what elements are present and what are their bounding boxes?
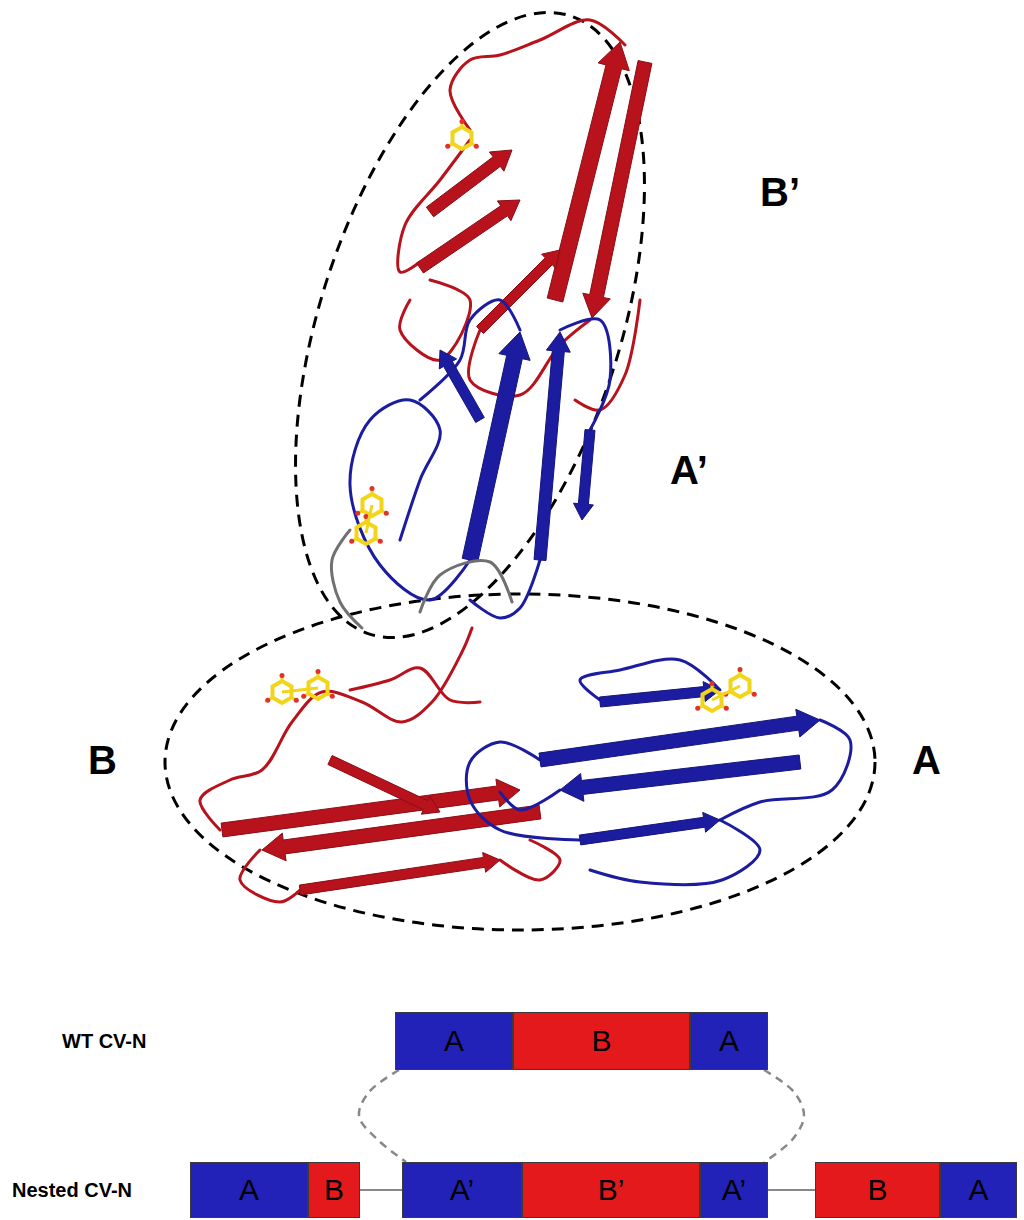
construct-label: Nested CV-N bbox=[12, 1180, 132, 1200]
oxygen-atom bbox=[301, 694, 306, 699]
sugar-bond bbox=[282, 688, 318, 692]
coil-loop bbox=[470, 560, 540, 618]
oxygen-atom bbox=[710, 681, 715, 686]
segment-label: B’ bbox=[598, 1175, 625, 1205]
nesting-loop bbox=[359, 1070, 406, 1162]
oxygen-atom bbox=[384, 511, 389, 516]
beta-strand bbox=[477, 250, 561, 334]
oxygen-atom bbox=[445, 144, 450, 149]
beta-strand bbox=[579, 812, 720, 845]
beta-strand bbox=[439, 350, 484, 423]
segment-label: B bbox=[324, 1175, 344, 1205]
construct-label: WT CV-N bbox=[62, 1031, 146, 1051]
coil-loop bbox=[240, 850, 300, 902]
linker-line bbox=[360, 1189, 402, 1191]
coil-loop bbox=[420, 560, 512, 612]
oxygen-atom bbox=[330, 694, 335, 699]
domain-outline bbox=[227, 0, 713, 680]
domain-label: B’ bbox=[760, 172, 800, 212]
oxygen-atom bbox=[294, 698, 299, 703]
segment-label: A bbox=[444, 1026, 464, 1056]
sequence-segment: B bbox=[815, 1162, 940, 1218]
oxygen-atom bbox=[460, 119, 465, 124]
segment-label: A bbox=[239, 1175, 259, 1205]
sequence-segment: A’ bbox=[402, 1162, 522, 1218]
sequence-segment: A bbox=[190, 1162, 308, 1218]
coil-loop bbox=[331, 530, 362, 628]
oxygen-atom bbox=[349, 539, 354, 544]
coil-loop bbox=[350, 668, 480, 703]
coil-loop bbox=[500, 840, 560, 880]
beta-strand bbox=[462, 332, 530, 562]
ribbon-group bbox=[200, 20, 851, 902]
beta-strand bbox=[560, 755, 801, 801]
beta-strand bbox=[426, 150, 512, 217]
beta-strand bbox=[262, 805, 541, 861]
oxygen-atom bbox=[474, 144, 479, 149]
beta-strand bbox=[574, 430, 596, 520]
sequence-segment: B bbox=[513, 1012, 690, 1070]
sequence-segment: A bbox=[940, 1162, 1017, 1218]
sugar-bond bbox=[712, 686, 740, 700]
sequence-segment: A bbox=[690, 1012, 768, 1070]
domain-label: A bbox=[912, 740, 941, 780]
nesting-loop bbox=[764, 1070, 804, 1162]
oxygen-atom bbox=[724, 706, 729, 711]
sugar-bond bbox=[366, 505, 372, 533]
beta-strand bbox=[534, 332, 570, 561]
segment-label: A’ bbox=[722, 1175, 746, 1205]
oxygen-atom bbox=[738, 667, 743, 672]
domain-label: B bbox=[88, 740, 117, 780]
domain-outline bbox=[165, 594, 875, 930]
sequence-segment: B bbox=[308, 1162, 360, 1218]
coil-loop bbox=[500, 790, 560, 810]
segment-label: B bbox=[867, 1175, 887, 1205]
oxygen-atom bbox=[370, 486, 375, 491]
oxygen-atom bbox=[265, 698, 270, 703]
beta-strand bbox=[583, 61, 652, 318]
coil-loop bbox=[400, 280, 471, 360]
oxygen-atom bbox=[695, 706, 700, 711]
oxygen-atom bbox=[280, 673, 285, 678]
oxygen-atom bbox=[752, 692, 757, 697]
domain-label: A’ bbox=[670, 450, 708, 490]
oxygen-atom bbox=[355, 511, 360, 516]
beta-strand bbox=[299, 853, 500, 895]
coil-loop bbox=[560, 319, 611, 430]
sequence-segment: A’ bbox=[700, 1162, 768, 1218]
linker-line bbox=[768, 1189, 815, 1191]
segment-label: A’ bbox=[450, 1175, 474, 1205]
segment-label: A bbox=[719, 1026, 739, 1056]
sugar-group bbox=[265, 119, 757, 711]
segment-label: B bbox=[591, 1026, 611, 1056]
sugar-ring bbox=[453, 127, 472, 149]
coil-loop bbox=[350, 400, 470, 600]
sequence-segment: A bbox=[395, 1012, 513, 1070]
beta-strand bbox=[328, 756, 440, 815]
segment-label: A bbox=[968, 1175, 988, 1205]
oxygen-atom bbox=[316, 669, 321, 674]
oxygen-atom bbox=[378, 539, 383, 544]
coil-loop bbox=[200, 628, 472, 830]
sequence-segment: B’ bbox=[522, 1162, 700, 1218]
